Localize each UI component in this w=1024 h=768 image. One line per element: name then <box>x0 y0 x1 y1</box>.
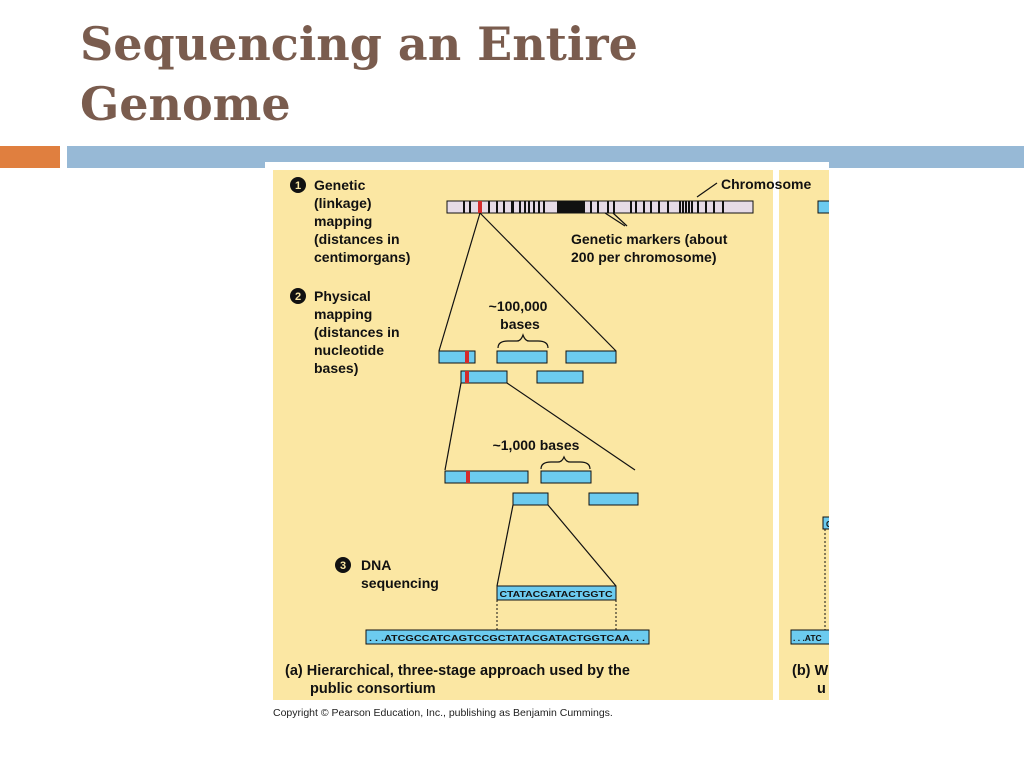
chromosome-bands <box>463 201 724 213</box>
panel-b-fragment-letter: C <box>826 520 829 529</box>
zoom-line-3a <box>496 504 514 587</box>
brace-100k <box>497 333 549 349</box>
brace-1k <box>540 455 591 470</box>
marker-pointer-1 <box>604 212 626 227</box>
fragment-3a <box>444 470 529 484</box>
figure-svg: 1 Genetic (linkage) mapping (distances i… <box>273 170 829 700</box>
zoom-line-2b <box>506 382 636 471</box>
short-sequence-text: CTATACGATACTGGTC <box>500 589 613 599</box>
long-sequence-box <box>365 629 650 645</box>
step-3-badge <box>335 557 351 573</box>
fragment-2c <box>565 350 617 364</box>
step-3-text: DNA sequencing <box>361 557 439 591</box>
bases-1k-label: ~1,000 bases <box>493 437 580 453</box>
fragment-2d-marker <box>465 371 469 383</box>
chromosome-bar <box>446 200 754 214</box>
step-1-number: 1 <box>295 180 301 192</box>
fragment-2e <box>536 370 584 384</box>
step-3-number: 3 <box>340 560 346 572</box>
zoom-line-1a <box>438 212 481 352</box>
chromosome-red-marker <box>478 201 482 213</box>
fragment-3a-marker <box>466 471 470 483</box>
fragment-2a <box>438 350 476 364</box>
zoom-line-1b <box>479 212 617 352</box>
slide-title: Sequencing an Entire Genome <box>80 14 780 134</box>
markers-label: Genetic markers (about 200 per chromosom… <box>571 231 731 265</box>
accent-bar-orange <box>0 146 60 168</box>
zoom-line-3b <box>547 504 617 587</box>
genome-figure: 1 Genetic (linkage) mapping (distances i… <box>265 162 829 704</box>
caption-b: (b) W u <box>792 663 829 697</box>
panel-b-sequence-text: . . .ATC <box>793 633 822 643</box>
bases-100k-label: ~100,000 bases <box>489 298 552 332</box>
panel-b-background <box>779 170 829 700</box>
fragment-2b <box>496 350 548 364</box>
step-2-text: Physical mapping (distances in nucleotid… <box>314 288 403 376</box>
title-line-1: Sequencing an Entire <box>80 17 638 71</box>
copyright-notice: Copyright © Pearson Education, Inc., pub… <box>273 707 613 719</box>
zoom-line-2a <box>444 382 462 471</box>
fragment-2a-marker <box>465 351 469 363</box>
caption-a: (a) Hierarchical, three-stage approach u… <box>285 663 634 697</box>
step-1-badge <box>290 177 306 193</box>
fragment-2d <box>460 370 508 384</box>
title-line-2: Genome <box>80 77 291 131</box>
panel-b-fragment-top <box>817 200 829 214</box>
fragment-3d <box>588 492 639 506</box>
panel-b-fragment-mid <box>822 516 829 530</box>
long-sequence-text: . . .ATCGCCATCAGTCCGCTATACGATACTGGTCAA. … <box>369 633 645 643</box>
fragment-3c <box>512 492 549 506</box>
chromosome-label: Chromosome <box>721 176 811 192</box>
short-sequence-box <box>496 585 617 601</box>
marker-pointer-2 <box>612 212 628 227</box>
panel-a-background <box>273 170 773 700</box>
step-1-text: Genetic (linkage) mapping (distances in … <box>314 177 410 265</box>
step-2-badge <box>290 288 306 304</box>
panel-b-sequence-box <box>790 629 829 645</box>
step-2-number: 2 <box>295 291 301 303</box>
fragment-3b <box>540 470 592 484</box>
chromosome-pointer <box>696 182 718 198</box>
